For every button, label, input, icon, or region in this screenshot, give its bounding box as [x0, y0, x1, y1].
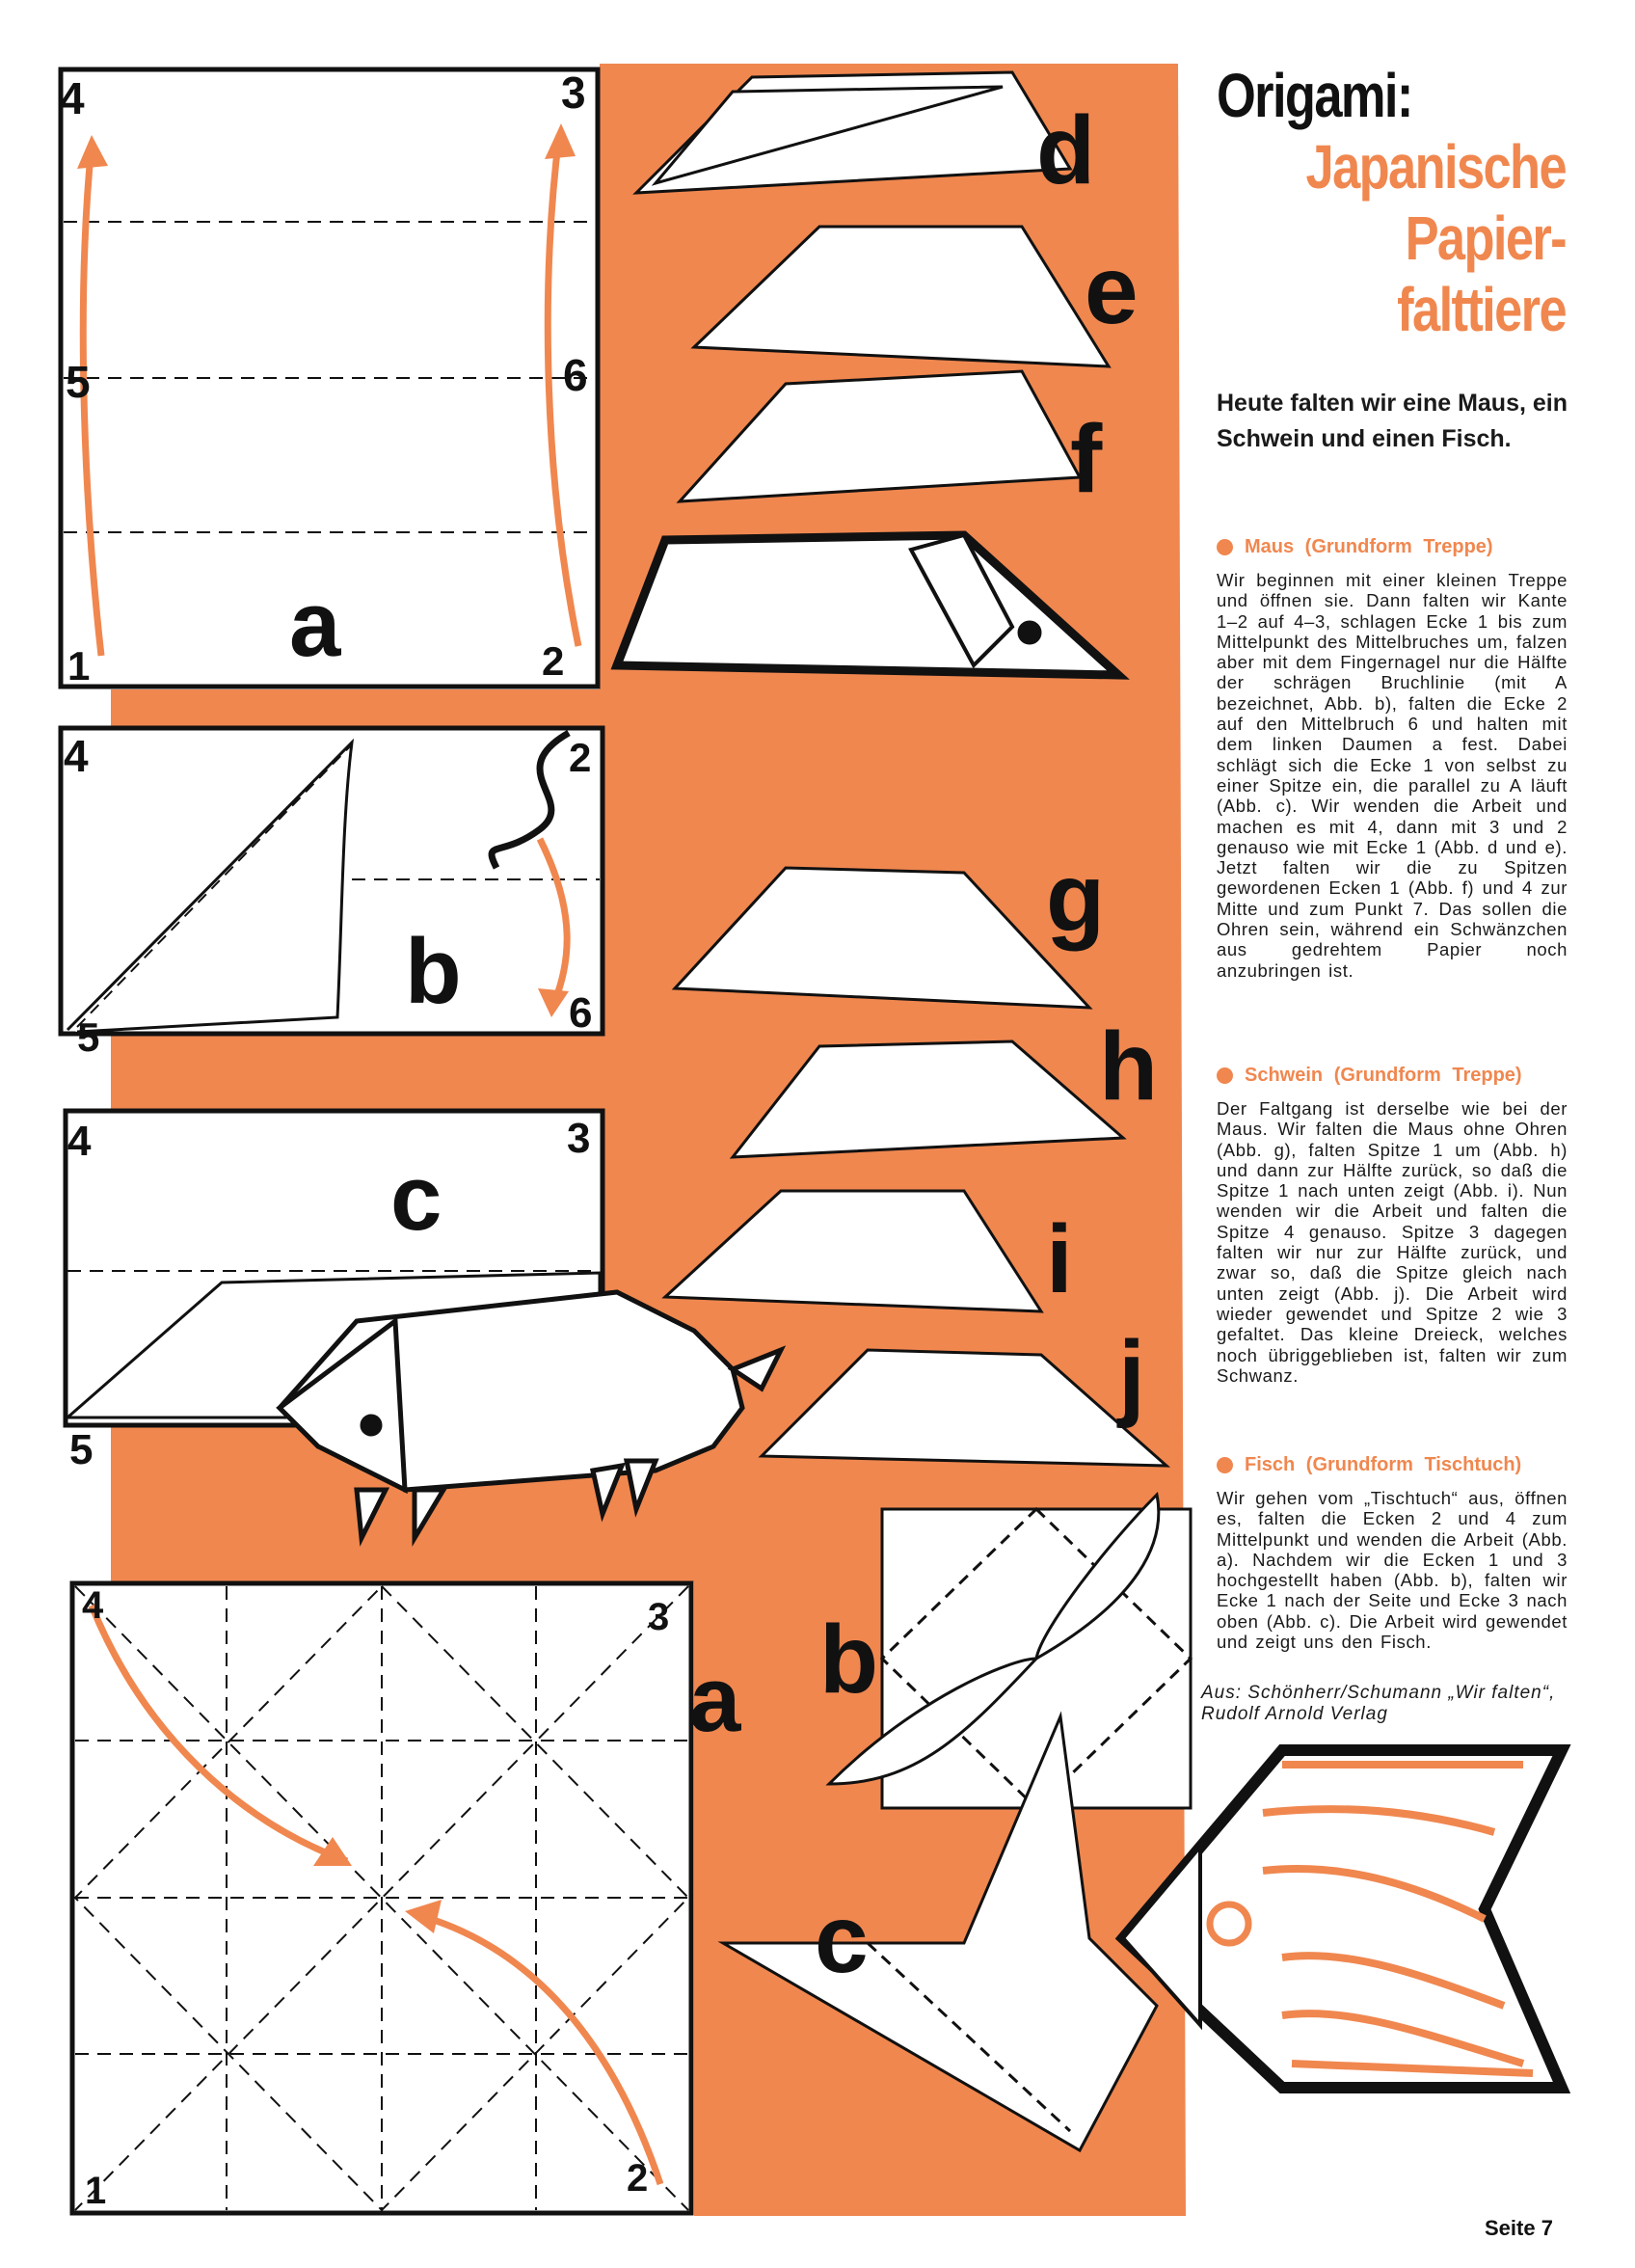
corner-5: 5	[77, 1014, 99, 1060]
intro-text: Heute falten wir eine Maus, ein Schwein …	[1217, 390, 1568, 452]
corner-3: 3	[561, 68, 586, 118]
figure-letter-a: a	[289, 573, 341, 676]
page-number: Seite 7	[1485, 2216, 1553, 2240]
figure-letter-h: h	[1099, 1012, 1158, 1120]
figure-letter-j: j	[1116, 1321, 1145, 1429]
corner-5: 5	[66, 357, 91, 407]
step-letters: d e f g h i j	[1036, 96, 1158, 1429]
figure-letter-a: a	[689, 1648, 741, 1751]
figure-letter-d: d	[1036, 96, 1095, 204]
corner-4: 4	[82, 1584, 104, 1627]
fish-diagram-c: c	[717, 1711, 1159, 2153]
section-heading: Schwein (Grundform Treppe)	[1217, 1065, 1568, 1087]
figure-letter-b: b	[819, 1606, 878, 1714]
corner-1: 1	[85, 2170, 106, 2212]
corner-1: 1	[67, 643, 90, 688]
heading-text: Fisch (Grundform Tischtuch)	[1245, 1454, 1522, 1475]
section-schwein: Schwein (Grundform Treppe) Der Faltgang …	[1217, 1065, 1568, 1386]
bullet-icon	[1217, 539, 1233, 555]
fish-diagram-a: 4 3 1 2 a	[69, 1580, 741, 2216]
section-fisch: Fisch (Grundform Tischtuch) Wir gehen vo…	[1217, 1454, 1568, 1652]
corner-3: 3	[567, 1115, 590, 1162]
corner-3: 3	[648, 1596, 669, 1638]
diagram-square-b: 4 2 6 5 b	[58, 725, 605, 1060]
credit-line-2: Rudolf Arnold Verlag	[1201, 1704, 1388, 1724]
corner-5: 5	[69, 1426, 93, 1473]
figure-letter-b: b	[405, 920, 462, 1023]
corner-2: 2	[569, 735, 591, 780]
step-diagrams	[610, 70, 1171, 1468]
corner-2: 2	[542, 638, 564, 684]
title-line-falttiere: falttiere	[1397, 275, 1567, 344]
article-title: Origami: Japanische Papier- falttiere	[1217, 60, 1568, 345]
corner-4: 4	[67, 1118, 92, 1165]
fish-diagram-b: b	[819, 1491, 1193, 1811]
corner-4: 4	[64, 731, 89, 781]
diagram-square-a: 4 3 5 6 1 2 a	[58, 67, 601, 689]
section-heading: Fisch (Grundform Tischtuch)	[1217, 1454, 1568, 1476]
corner-6: 6	[569, 989, 592, 1037]
corner-2: 2	[627, 2157, 648, 2200]
pig-figure	[276, 1289, 787, 1548]
figure-letter-i: i	[1046, 1205, 1073, 1313]
figure-letter-c: c	[815, 1885, 869, 1993]
figure-letter-g: g	[1046, 844, 1105, 952]
fish-figure	[1114, 1744, 1571, 2093]
heading-text: Maus (Grundform Treppe)	[1245, 536, 1493, 557]
source-credit: Aus: Schönherr/Schumann „Wir falten“, Ru…	[1201, 1683, 1587, 1725]
bullet-icon	[1217, 1067, 1233, 1084]
section-body: Der Faltgang ist derselbe wie bei der Ma…	[1217, 1098, 1568, 1386]
figure-letter-f: f	[1070, 405, 1103, 513]
section-body: Wir beginnen mit einer kleinen Treppe un…	[1217, 570, 1568, 981]
title-line-papier: Papier-	[1405, 203, 1568, 273]
figure-letter-c: c	[390, 1147, 442, 1250]
section-heading: Maus (Grundform Treppe)	[1217, 536, 1568, 558]
corner-4: 4	[60, 73, 85, 123]
title-line-japanische: Japanische	[1305, 132, 1568, 202]
title-origami: Origami:	[1217, 61, 1413, 130]
credit-line-1: Aus: Schönherr/Schumann „Wir falten“,	[1201, 1683, 1556, 1703]
bullet-icon	[1217, 1457, 1233, 1473]
figure-letter-e: e	[1085, 236, 1139, 344]
section-body: Wir gehen vom „Tischtuch“ aus, öffnen es…	[1217, 1488, 1568, 1653]
corner-6: 6	[563, 350, 588, 400]
section-maus: Maus (Grundform Treppe) Wir beginnen mit…	[1217, 536, 1568, 981]
heading-text: Schwein (Grundform Treppe)	[1245, 1065, 1522, 1086]
